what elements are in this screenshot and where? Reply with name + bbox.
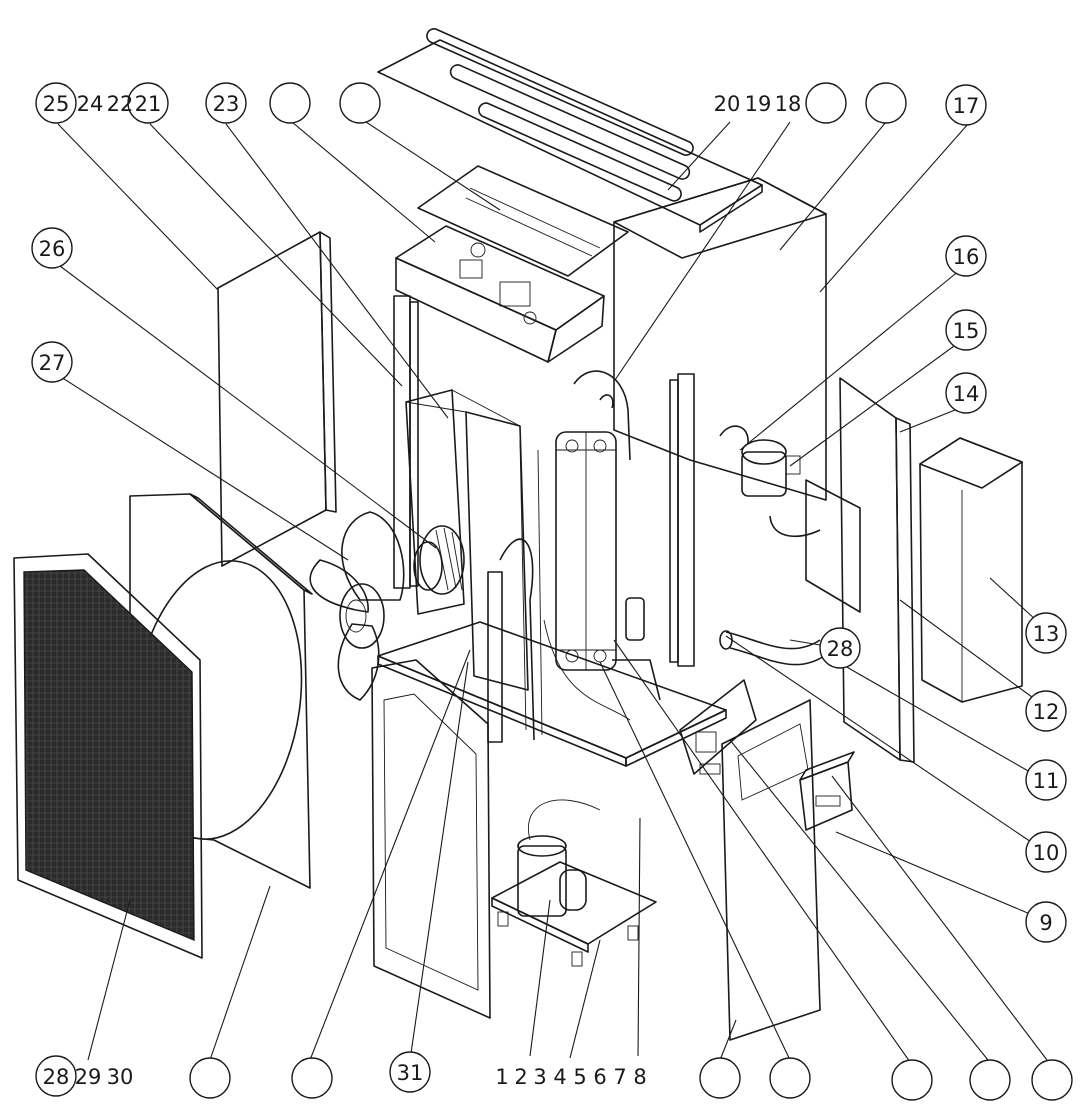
label-17: 17 xyxy=(953,94,980,118)
leader-lines xyxy=(49,121,1051,1065)
callout-bubbles xyxy=(31,82,1073,1101)
label-12: 12 xyxy=(1033,700,1060,724)
label-31: 31 xyxy=(397,1061,424,1085)
label-7: 7 xyxy=(613,1065,626,1089)
label-21: 21 xyxy=(135,92,162,116)
service-door-left xyxy=(371,659,491,1019)
label-4: 4 xyxy=(553,1065,566,1089)
compressor-base xyxy=(491,861,657,967)
service-door-right xyxy=(721,699,821,1041)
fan-blade xyxy=(309,511,405,701)
label-16: 16 xyxy=(953,245,980,269)
top-cover xyxy=(377,28,763,233)
label-8: 8 xyxy=(633,1065,646,1089)
right-side-panel xyxy=(805,377,915,763)
label-6: 6 xyxy=(593,1065,606,1089)
label-15: 15 xyxy=(953,319,980,343)
junction-box xyxy=(799,751,855,831)
label-20: 20 xyxy=(714,92,741,116)
control-box xyxy=(395,225,605,363)
pipe-column xyxy=(487,439,543,743)
label-5: 5 xyxy=(573,1065,586,1089)
label-9: 9 xyxy=(1039,911,1052,935)
callout-labels: 25 24 22 21 23 20 19 18 17 16 15 14 13 1… xyxy=(39,92,1060,1089)
water-pipe xyxy=(719,630,825,666)
right-evaporator-coil xyxy=(669,373,695,667)
label-3: 3 xyxy=(533,1065,546,1089)
fan-bracket xyxy=(405,389,529,691)
label-24: 24 xyxy=(77,92,104,116)
label-10: 10 xyxy=(1033,841,1060,865)
label-1: 1 xyxy=(495,1065,508,1089)
label-14: 14 xyxy=(953,382,980,406)
compressor xyxy=(517,799,601,917)
left-evaporator-coil xyxy=(393,295,419,589)
label-23: 23 xyxy=(213,92,240,116)
label-11: 11 xyxy=(1033,769,1060,793)
label-30: 30 xyxy=(107,1065,134,1089)
plate-heat-exchanger xyxy=(555,431,617,671)
label-18: 18 xyxy=(775,92,802,116)
label-26: 26 xyxy=(39,237,66,261)
label-22: 22 xyxy=(107,92,134,116)
rear-panel xyxy=(919,437,1023,703)
fan-motor xyxy=(413,525,465,595)
label-28-pipe: 28 xyxy=(827,637,854,661)
front-grille xyxy=(13,553,203,959)
left-side-grille xyxy=(217,231,337,567)
water-pump xyxy=(719,425,821,537)
label-29: 29 xyxy=(75,1065,102,1089)
rear-grille xyxy=(613,177,827,501)
label-2: 2 xyxy=(514,1065,527,1089)
label-27: 27 xyxy=(39,351,66,375)
label-13: 13 xyxy=(1033,622,1060,646)
label-25: 25 xyxy=(43,92,70,116)
electrical-board xyxy=(679,679,757,775)
control-box-cover xyxy=(417,165,629,277)
base-tray xyxy=(377,621,727,767)
label-19: 19 xyxy=(745,92,772,116)
valve-assembly xyxy=(543,370,661,721)
label-28: 28 xyxy=(43,1065,70,1089)
